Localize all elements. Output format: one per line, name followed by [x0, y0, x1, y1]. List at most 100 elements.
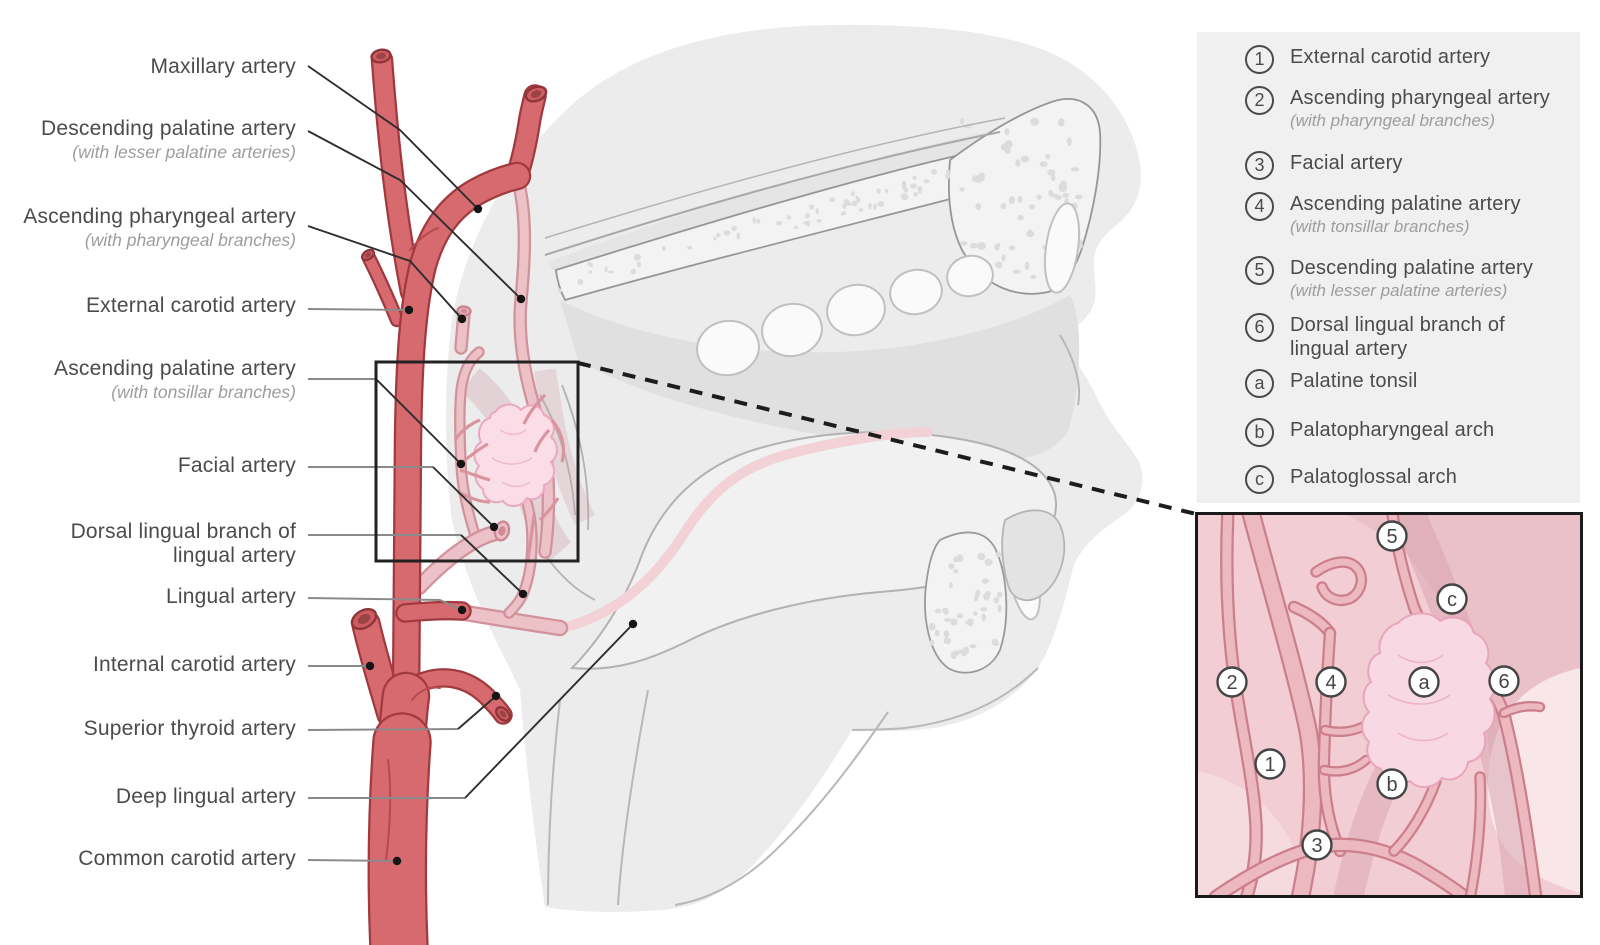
label-deep-lingual-artery: Deep lingual artery — [116, 785, 296, 809]
upper-teeth — [696, 202, 1081, 377]
label-text: Maxillary artery — [150, 55, 296, 78]
zoom-region-box — [374, 360, 580, 563]
legend-item-text: Palatopharyngeal arch — [1290, 418, 1494, 442]
inset-marker-label: a — [1418, 672, 1430, 694]
legend-item-text: Descending palatine artery(with lesser p… — [1290, 256, 1533, 301]
zoom-connector-dashed-line — [577, 361, 1197, 516]
label-text: External carotid artery — [85, 294, 296, 317]
mandible-region — [539, 334, 1081, 906]
legend-line: Ascending palatine artery — [1290, 193, 1521, 215]
legend-marker-circle: 5 — [1245, 256, 1274, 285]
carotid-arterial-tree — [351, 48, 547, 945]
legend-item-text: Ascending pharyngeal artery(with pharyng… — [1290, 86, 1550, 131]
label-superior-thyroid-artery: Superior thyroid artery — [84, 717, 296, 741]
legend-line: Palatoglossal arch — [1290, 466, 1458, 488]
legend-line: Dorsal lingual branch of — [1290, 314, 1505, 336]
inset-marker-c: c — [1436, 583, 1468, 615]
legend-line: lingual artery — [1290, 338, 1408, 360]
leader-dot — [456, 459, 466, 469]
legend-item-text: External carotid artery — [1290, 45, 1490, 69]
label-text: Deep lingual artery — [115, 785, 296, 808]
inset-tonsil-texture — [1387, 654, 1451, 742]
label-subtext: (with tonsillar branches) — [111, 382, 296, 402]
neck-contours — [547, 334, 1081, 906]
palatine-tonsil — [473, 403, 558, 507]
legend-item-text: Ascending palatine artery(with tonsillar… — [1290, 192, 1521, 237]
leader-dot — [404, 305, 414, 315]
label-lingual-artery: Lingual artery — [166, 585, 296, 609]
label-text: Superior thyroid artery — [83, 717, 296, 740]
mandible-bone — [924, 531, 1008, 674]
inset-marker-label: 5 — [1386, 526, 1397, 548]
inset-marker-5: 5 — [1376, 520, 1408, 552]
deep-lingual-artery-vessel — [557, 427, 933, 633]
label-text: Descending palatine artery — [40, 117, 296, 140]
nasal-floor-line-2 — [544, 117, 1006, 239]
legend-item-text: Palatoglossal arch — [1290, 465, 1457, 489]
label-text: Ascending palatine artery — [54, 357, 296, 380]
leader-dot — [392, 856, 402, 866]
legend-marker-circle: a — [1245, 369, 1274, 398]
tonsillar-branches — [453, 393, 566, 561]
leader-dot — [516, 294, 526, 304]
upper-incisor — [1043, 202, 1081, 294]
lower-lip-curl — [1001, 509, 1066, 602]
label-ascending-palatine-artery: Ascending palatine artery(with tonsillar… — [54, 357, 296, 403]
legend-marker-circle: c — [1245, 465, 1274, 494]
legend-line: Palatine tonsil — [1290, 370, 1418, 392]
label-maxillary-artery: Maxillary artery — [150, 55, 296, 79]
legend-item-text: Facial artery — [1290, 151, 1403, 175]
oral-cavity — [560, 295, 1080, 461]
leader-dot — [457, 314, 467, 324]
inset-marker-label: b — [1386, 774, 1397, 796]
inset-tonsil — [1361, 612, 1496, 788]
legend-marker-circle: 4 — [1245, 192, 1274, 221]
label-leader-lines — [307, 65, 638, 866]
inset-marker-a: a — [1408, 666, 1440, 698]
leader-dot — [457, 605, 467, 615]
label-text: Common carotid artery — [78, 847, 296, 870]
leader-dot — [628, 619, 638, 629]
label-subtext: (with lesser palatine arteries) — [72, 142, 296, 162]
legend-item-text: Palatine tonsil — [1290, 369, 1418, 393]
inset-marker-1: 1 — [1254, 748, 1286, 780]
inset-marker-b: b — [1376, 768, 1408, 800]
label-internal-carotid-artery: Internal carotid artery — [93, 653, 296, 677]
inset-marker-label: c — [1447, 589, 1457, 611]
nasal-floor-line — [544, 131, 1001, 256]
leader-dot — [518, 589, 528, 599]
label-facial-artery: Facial artery — [178, 454, 296, 478]
inset-marker-3: 3 — [1301, 829, 1333, 861]
label-text: Internal carotid artery — [92, 653, 296, 676]
hard-palate-bone — [544, 98, 1102, 302]
legend-marker-circle: 2 — [1245, 86, 1274, 115]
leader-dot — [365, 661, 375, 671]
legend-subline: (with lesser palatine arteries) — [1290, 281, 1508, 300]
legend-line: Palatopharyngeal arch — [1290, 419, 1495, 441]
label-ascending-pharyngeal-artery: Ascending pharyngeal artery(with pharyng… — [23, 205, 296, 251]
legend-marker-circle: b — [1245, 418, 1274, 447]
inset-marker-label: 2 — [1226, 672, 1237, 694]
inset-marker-label: 6 — [1498, 671, 1509, 693]
vessel-cut-ends — [350, 48, 548, 722]
label-text: Dorsal lingual branch of — [70, 520, 296, 543]
inset-markers: 5 c 2 4 a 6 1 b 3 — [1216, 520, 1520, 861]
label-text: lingual artery — [172, 544, 296, 567]
label-subtext: (with pharyngeal branches) — [84, 230, 296, 250]
label-text: Ascending pharyngeal artery — [23, 205, 296, 228]
inset-marker-label: 1 — [1264, 754, 1275, 776]
inset-marker-label: 4 — [1325, 672, 1336, 694]
tongue — [557, 427, 1057, 670]
label-text: Facial artery — [177, 454, 296, 477]
label-descending-palatine-artery: Descending palatine artery(with lesser p… — [41, 117, 296, 163]
legend-marker-circle: 3 — [1245, 151, 1274, 180]
label-text: Lingual artery — [165, 585, 296, 608]
inset-marker-label: 3 — [1311, 835, 1322, 857]
legend-line: Facial artery — [1290, 152, 1403, 174]
magnified-inset: 5 c 2 4 a 6 1 b 3 — [1195, 512, 1583, 898]
